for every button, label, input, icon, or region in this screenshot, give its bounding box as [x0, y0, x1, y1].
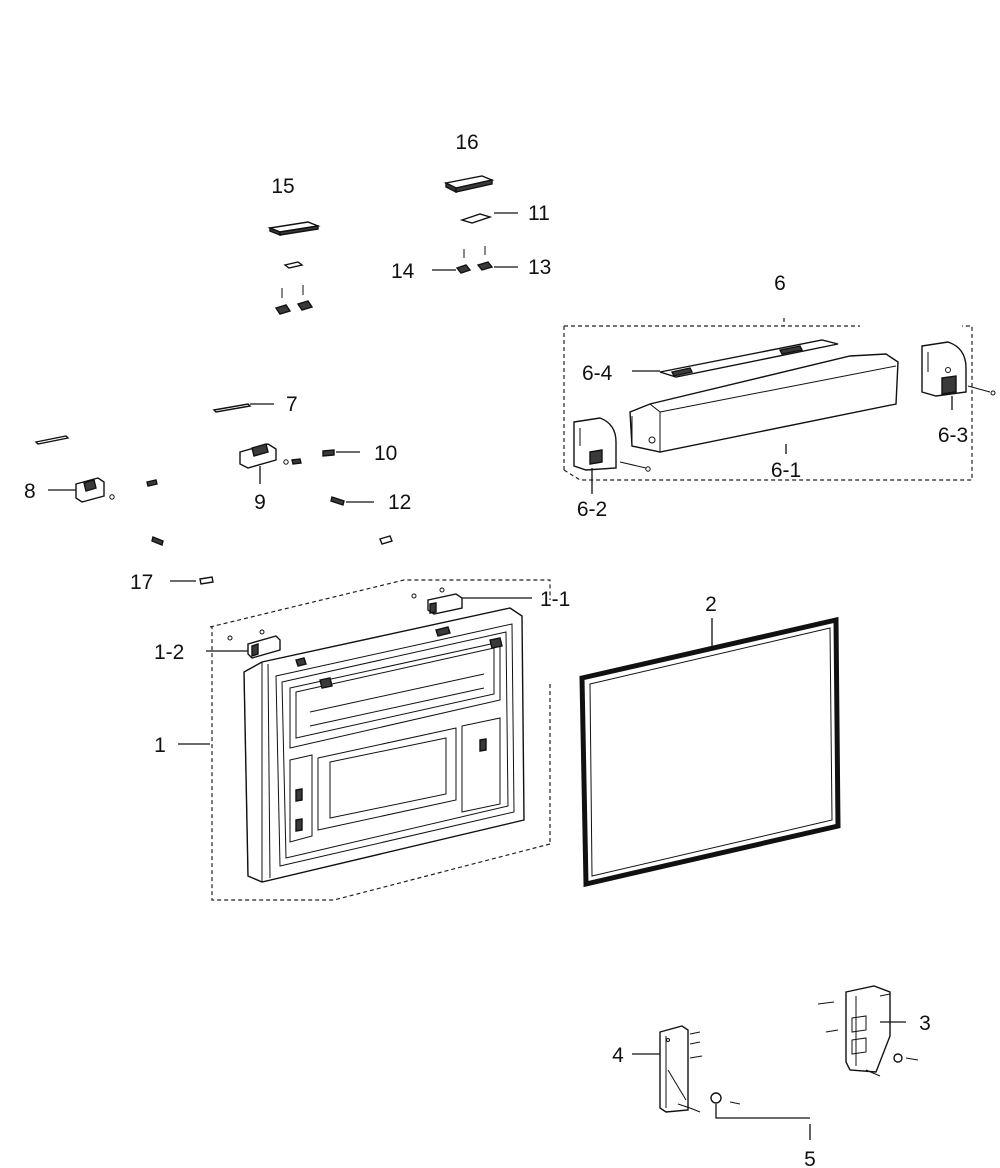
part-10-pin	[322, 449, 335, 457]
label-6-4: 6-4	[582, 362, 613, 385]
label-1-2: 1-2	[154, 641, 184, 664]
part-6-4-cover	[659, 339, 839, 378]
label-1-1: 1-1	[540, 588, 570, 611]
part-3-bracket	[817, 985, 919, 1077]
label-17: 17	[130, 571, 153, 594]
part-6-2-bracket	[573, 417, 651, 472]
part-4-bracket	[659, 1025, 703, 1113]
label-16: 16	[455, 131, 478, 154]
label-6-3: 6-3	[938, 424, 968, 447]
part-6-1-bin	[629, 353, 899, 453]
label-15: 15	[271, 175, 294, 198]
label-9: 9	[254, 491, 266, 514]
part-8-hinge	[75, 477, 158, 503]
group-1-dashed-frame	[209, 579, 551, 901]
label-2: 2	[705, 593, 717, 616]
group-6-dashed-frame	[563, 318, 973, 481]
part-5-bushing	[710, 1092, 741, 1105]
loose-pins	[151, 535, 393, 546]
part-2-gasket	[579, 616, 841, 888]
label-14: 14	[391, 260, 415, 283]
part-16-cap	[443, 175, 495, 194]
label-5: 5	[804, 1148, 816, 1168]
part-1-1-bracket	[411, 587, 463, 615]
leader-5	[715, 1104, 810, 1119]
label-6-2: 6-2	[577, 498, 607, 521]
part-6-3-bracket	[921, 341, 996, 397]
part-11-plate	[459, 213, 493, 224]
label-8: 8	[24, 480, 36, 503]
label-3: 3	[919, 1012, 931, 1035]
label-10: 10	[374, 442, 397, 465]
part-1-door	[243, 607, 525, 883]
part-9-hinge	[239, 443, 302, 469]
label-4: 4	[612, 1044, 624, 1067]
part-1-2-bracket	[227, 629, 281, 659]
label-1: 1	[154, 734, 166, 757]
part-12-pin	[330, 496, 345, 506]
part-17-screw	[199, 576, 214, 585]
label-7: 7	[286, 393, 298, 416]
label-12: 12	[388, 491, 411, 514]
label-11: 11	[528, 202, 550, 225]
label-13: 13	[528, 256, 551, 279]
part-7-rod	[34, 403, 252, 445]
part-15-cap	[267, 221, 321, 315]
label-6-1: 6-1	[771, 459, 801, 482]
label-6: 6	[774, 272, 786, 295]
part-13-block	[476, 246, 494, 271]
part-14-block	[455, 249, 472, 274]
